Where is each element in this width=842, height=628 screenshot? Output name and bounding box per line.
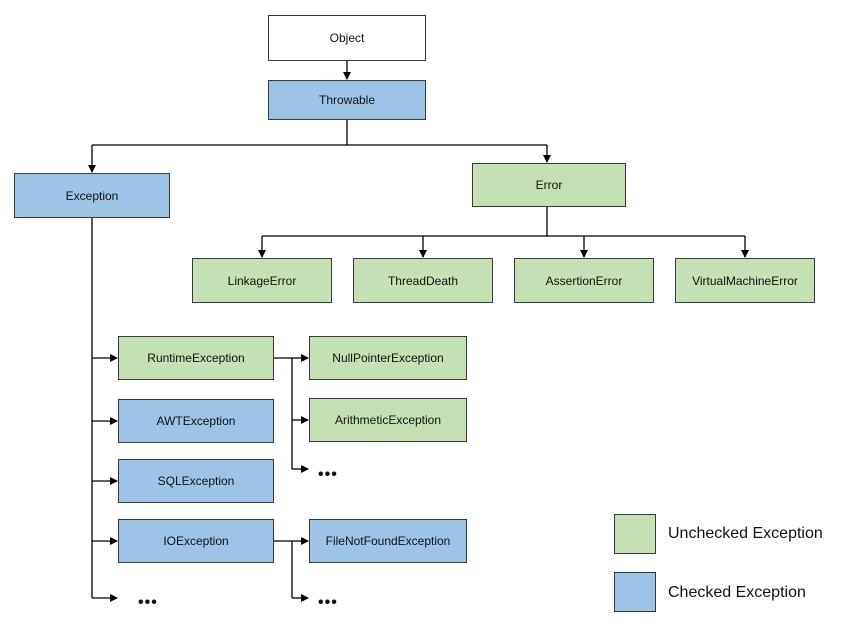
node-linkage-error: LinkageError [192, 258, 332, 303]
legend-checked-label: Checked Exception [668, 584, 806, 601]
node-assertion-error: AssertionError [514, 258, 654, 303]
node-object: Object [268, 15, 426, 61]
node-thread-death-label: ThreadDeath [387, 273, 459, 288]
legend-unchecked-label: Unchecked Exception [668, 525, 823, 542]
legend-checked-swatch [614, 572, 656, 612]
node-object-label: Object [329, 31, 365, 45]
node-io-exception: IOException [118, 519, 274, 563]
node-exception-label: Exception [65, 188, 119, 203]
node-sql-exception: SQLException [118, 459, 274, 503]
node-awt-exception-label: AWTException [156, 414, 236, 428]
node-linkage-error-label: LinkageError [227, 273, 297, 288]
node-io-exception-label: IOException [163, 534, 229, 548]
node-throwable: Throwable [268, 80, 426, 120]
node-runtime-exception-label: RuntimeException [147, 351, 245, 365]
node-thread-death: ThreadDeath [353, 258, 493, 303]
legend-unchecked-swatch [614, 514, 656, 554]
node-throwable-label: Throwable [318, 93, 376, 107]
node-null-pointer-exception-label: NullPointerException [332, 351, 444, 365]
node-assertion-error-label: AssertionError [545, 273, 623, 288]
node-exception: Exception [14, 173, 170, 218]
node-runtime-exception: RuntimeException [118, 336, 274, 380]
io-more-ellipsis: ••• [318, 594, 338, 611]
node-error-label: Error [535, 178, 563, 192]
exception-more-ellipsis: ••• [138, 594, 158, 611]
node-file-not-found-exception-label: FileNotFoundException [325, 534, 451, 548]
runtime-more-ellipsis: ••• [318, 466, 338, 483]
node-virtual-machine-error: VirtualMachineError [675, 258, 815, 303]
node-arithmetic-exception: ArithmeticException [309, 398, 467, 442]
node-arithmetic-exception-label: ArithmeticException [334, 413, 442, 427]
node-virtual-machine-error-label: VirtualMachineError [692, 273, 798, 288]
node-awt-exception: AWTException [118, 399, 274, 443]
node-error: Error [472, 163, 626, 207]
node-sql-exception-label: SQLException [157, 474, 235, 488]
node-file-not-found-exception: FileNotFoundException [309, 519, 467, 563]
node-null-pointer-exception: NullPointerException [309, 336, 467, 380]
